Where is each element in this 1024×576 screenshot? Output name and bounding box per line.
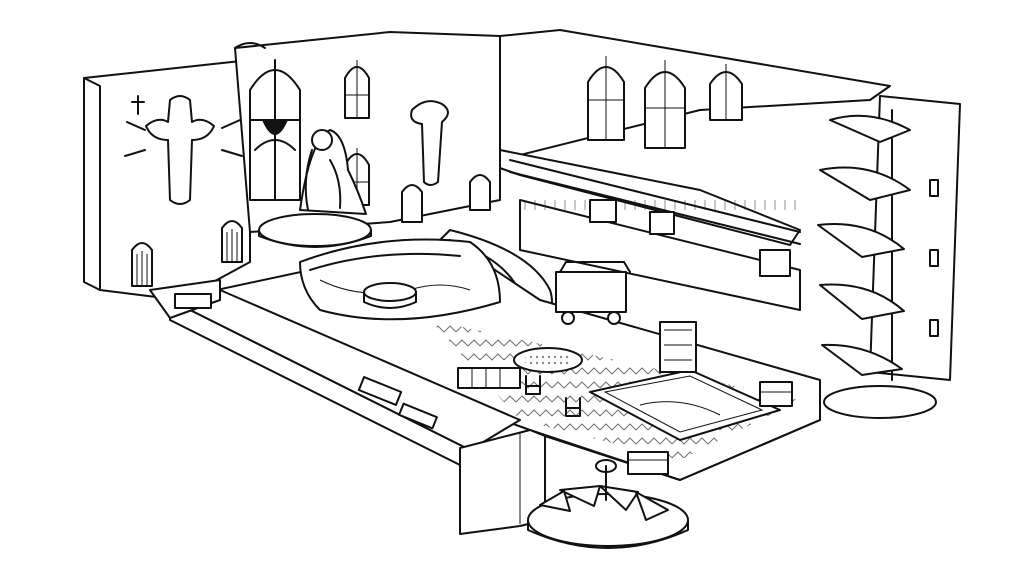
large-cross-emblem bbox=[124, 95, 243, 205]
stained-glass-window-large bbox=[249, 59, 301, 201]
balcony-deck bbox=[499, 149, 801, 311]
tall-gothic-window-1 bbox=[587, 56, 625, 141]
bookshelf-upper bbox=[589, 199, 791, 277]
left-wall bbox=[83, 59, 251, 301]
bench-front bbox=[357, 376, 438, 430]
floor-front-edge bbox=[544, 419, 821, 481]
cart-wagon bbox=[555, 261, 631, 325]
small-cross-icon bbox=[131, 95, 145, 115]
round-rug bbox=[513, 347, 583, 373]
chair-1 bbox=[525, 375, 541, 395]
rectangular-rug bbox=[589, 369, 781, 441]
gothic-window-center bbox=[344, 60, 370, 119]
arched-door-left-2 bbox=[221, 220, 243, 263]
garden-pit bbox=[299, 238, 501, 321]
chair-2 bbox=[565, 397, 581, 417]
wooden-stage bbox=[149, 279, 521, 471]
bench-left bbox=[174, 293, 212, 309]
right-back-wall bbox=[499, 29, 891, 161]
front-spiral-stair bbox=[527, 459, 689, 549]
cabinet-right bbox=[659, 321, 697, 373]
arched-door-left-1 bbox=[131, 242, 153, 287]
low-bookcase bbox=[457, 367, 521, 389]
tall-gothic-window-2 bbox=[644, 60, 686, 149]
spiral-stair-base bbox=[823, 385, 937, 419]
statue-figure bbox=[299, 129, 367, 215]
small-cabinet-front bbox=[627, 451, 669, 475]
tall-gothic-window-3 bbox=[709, 64, 743, 121]
fountain bbox=[363, 282, 417, 309]
spiral-staircase-right bbox=[817, 109, 911, 381]
arched-door-center bbox=[401, 184, 423, 223]
statue-pedestal bbox=[258, 213, 372, 248]
chest-right bbox=[759, 381, 793, 407]
arched-door-right bbox=[469, 174, 491, 211]
balcony-railing bbox=[509, 159, 801, 245]
cross-emblem-right bbox=[410, 100, 449, 186]
